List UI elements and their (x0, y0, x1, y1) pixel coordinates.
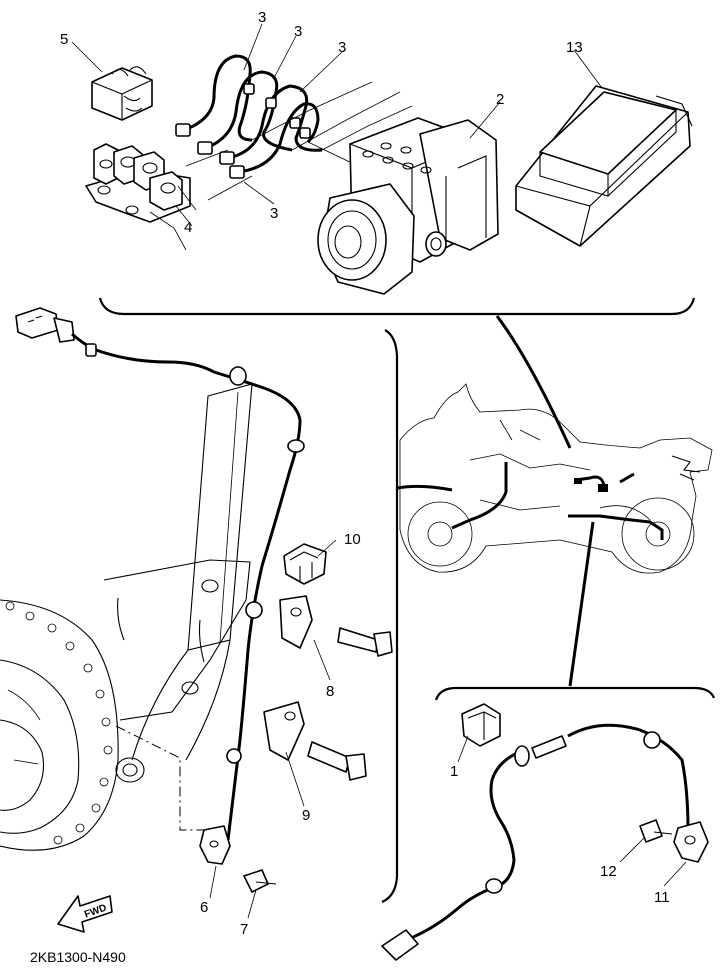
callout-5: 5 (60, 31, 68, 48)
callout-11: 11 (654, 889, 670, 906)
callout-7: 7 (240, 921, 248, 938)
callout-10: 10 (344, 531, 361, 548)
leader-to-abs-group (495, 315, 572, 449)
leader-to-rear-group (568, 521, 595, 687)
callout-13: 13 (566, 39, 583, 56)
clip-part-1 (461, 703, 501, 747)
motorcycle-location-view (399, 383, 713, 574)
brake-pipes-part-3 (175, 54, 425, 211)
rear-wheel-sensor-part-11 (673, 821, 709, 863)
sensor-bolt-part-12 (639, 819, 673, 843)
callout-6: 6 (200, 899, 208, 916)
abs-group-bracket (98, 297, 696, 316)
damper-part-5 (91, 66, 153, 121)
front-wheel-sensor-part-6 (199, 825, 231, 865)
callout-3-d: 3 (270, 205, 278, 222)
leader-to-front-group (397, 484, 453, 492)
callout-1: 1 (450, 763, 458, 780)
front-sensor-lead (15, 307, 305, 841)
rear-sensor-lead (381, 723, 690, 961)
callout-8: 8 (326, 683, 334, 700)
bracket-part-9 (263, 701, 367, 781)
callout-4: 4 (184, 219, 192, 236)
callout-3-a: 3 (258, 9, 266, 26)
callout-12: 12 (600, 863, 617, 880)
section-divider-bracket (381, 329, 399, 904)
callout-leaders (71, 23, 687, 919)
sensor-bolt-part-7 (243, 869, 277, 893)
callout-9: 9 (302, 807, 310, 824)
callout-3-b: 3 (294, 23, 302, 40)
ecu-part-13 (515, 85, 693, 247)
forward-direction-arrow: FWD (57, 895, 113, 933)
callout-3-c: 3 (338, 39, 346, 56)
front-fork-and-hub (0, 383, 253, 851)
abs-unit-part-2 (317, 117, 499, 295)
bracket-part-8 (279, 595, 393, 657)
pipe-holder-part-4 (85, 143, 191, 251)
rear-sensor-bracket (434, 686, 716, 701)
diagram-code: 2KB1300-N490 (30, 949, 126, 965)
clip-part-10 (283, 543, 327, 585)
callout-2: 2 (496, 91, 504, 108)
